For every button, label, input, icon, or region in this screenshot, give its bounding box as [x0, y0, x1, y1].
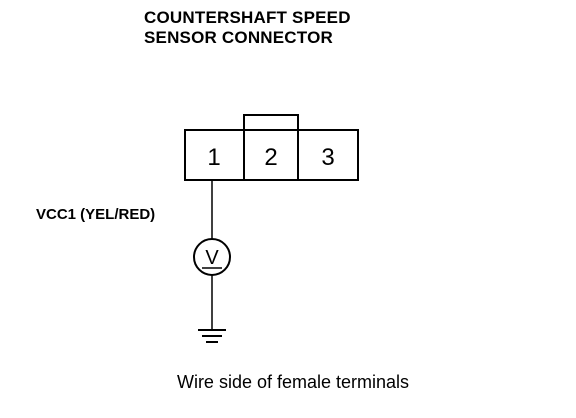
title-line-1: COUNTERSHAFT SPEED — [144, 8, 351, 27]
wire-label: VCC1 (YEL/RED) — [36, 206, 155, 223]
diagram-caption: Wire side of female terminals — [176, 372, 410, 392]
voltmeter-icon: V — [193, 238, 231, 276]
connector-body — [184, 129, 359, 181]
terminal-3-label: 3 — [321, 144, 334, 171]
diagram-title: COUNTERSHAFT SPEED SENSOR CONNECTOR — [144, 8, 351, 48]
ground-icon — [198, 329, 226, 343]
terminal-2-label: 2 — [264, 144, 277, 171]
title-line-2: SENSOR CONNECTOR — [144, 28, 333, 47]
voltmeter-symbol: V — [205, 247, 219, 269]
terminal-1-label: 1 — [207, 144, 220, 171]
connector-lock-tab — [243, 114, 299, 130]
